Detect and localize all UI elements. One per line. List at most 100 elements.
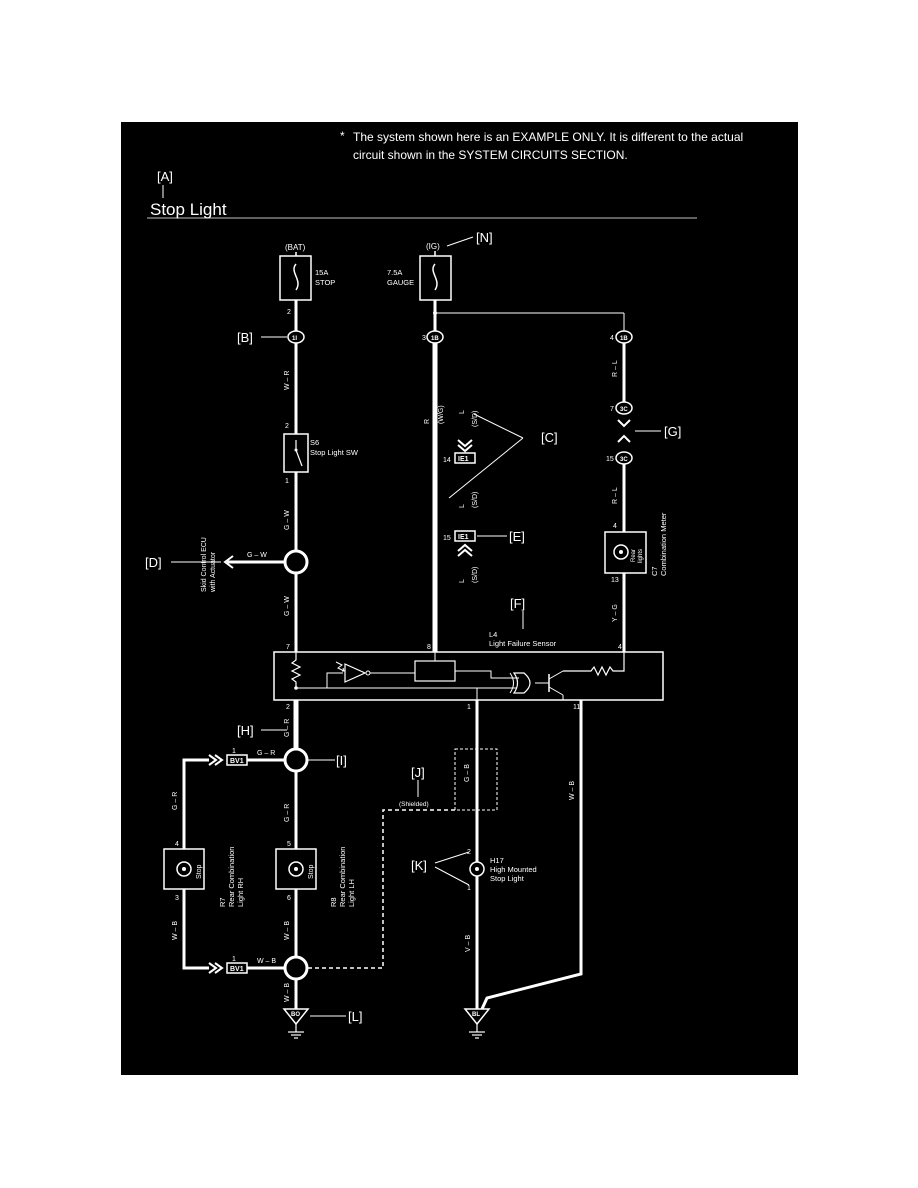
gauge-fuse-rating: 7.5A [387,268,402,277]
g-w-label-1: G – W [284,510,291,530]
rh-pin-top: 4 [175,841,179,848]
callout-i: [I] [336,753,347,768]
callout-n: [N] [476,230,493,245]
sensor-transistor-collector [548,670,564,680]
callout-f: [F] [510,596,525,611]
r-l-label-1: R – L [612,360,619,377]
sensor-resistor-right [563,652,625,677]
rear-rh-label: Stop [196,864,203,879]
callout-k: [K] [411,858,427,873]
sensor-pin-right-bot: 11 [573,704,580,711]
l-label-1: L [459,410,466,414]
meter-code: C7 [650,566,659,576]
bv1-top-chevron-icon [208,754,224,766]
shield-drain-wire [307,809,455,969]
g-r-label-2: G – R [257,750,275,757]
gauge-fuse-icon [432,263,438,291]
ie1-upper-code: IE1 [458,456,469,463]
splice-d [283,549,309,575]
callout-l: [L] [348,1009,362,1024]
rear-rh-lamp-icon [176,861,192,877]
w-b-wire-sensor [480,700,583,1010]
rear-rh-lamp-dot [182,867,186,871]
switch-blade [295,449,303,467]
connector-b-code: 1I [292,336,297,342]
r-wire-sub: (W/G) [438,405,445,424]
ie1-lower-pin: 15 [443,535,451,542]
note-line-1: The system shown here is an EXAMPLE ONLY… [353,130,743,144]
rear-lh-line1: Rear Combination [338,847,347,907]
ie1-upper-pin: 14 [443,457,451,464]
rear-lh-lamp-icon [288,861,304,877]
sensor-or-gate-back [509,672,514,694]
w-b-label-2: W – B [257,958,276,965]
sensor-comparator-icon [344,663,367,683]
callout-b: [B] [237,330,253,345]
shielded-label: (Shielded) [399,801,429,808]
rear-lh-lamp-dot [294,867,298,871]
sensor-pin-mid-top: 8 [427,644,431,651]
ground-left-code: BO [291,1012,300,1018]
l-label-2: L [459,504,466,508]
rear-lh-label: Stop [308,864,315,879]
sensor-inverter-dot [365,670,371,676]
stop-fuse-box [279,255,312,301]
lh-pin-bot: 6 [287,895,291,902]
g-r-label-4: G – R [284,804,291,822]
bv1-bot-chevron-icon [208,962,224,974]
meter-inner-1: Rear [631,549,637,562]
y-g-label: Y – G [612,604,619,622]
sensor-transistor-emitter [548,686,564,696]
right-mid-pin: 7 [610,406,614,413]
callout-k-leader-1 [434,851,470,864]
sensor-relay-box [414,660,456,682]
sensor-pin-right-top: 4 [618,644,622,651]
callout-c: [C] [541,430,558,445]
connector-gauge-code: 1B [431,336,439,342]
bv1-bot-pin: 1 [232,956,236,963]
ecu-arrow-icon [223,555,234,569]
connector-right-top-code: 1B [620,336,628,342]
meter-name: Combination Meter [659,512,668,576]
meter-pin-bot: 13 [611,577,619,584]
l-label-3: L [459,579,466,583]
callout-a: [A] [157,169,173,184]
ground-right-triangle [463,1008,491,1026]
hm-pin-bot: 1 [467,885,471,892]
r-wire-label: R [424,419,431,424]
lh-pin-top: 5 [287,841,291,848]
high-mounted-lamp-dot [475,867,479,871]
v-b-label: V – B [465,935,472,952]
w-b-label-4: W – B [284,983,291,1002]
w-b-wire-rh [182,889,209,970]
meter-inner-2: lights [638,549,644,563]
rh-pin-bot: 3 [175,895,179,902]
rear-lh-line2: Light LH [347,879,356,907]
sd-label-2: (S/D) [472,492,479,508]
sensor-pin-left-top: 7 [286,644,290,651]
rear-rh-code: R7 [218,897,227,907]
stop-fuse-icon [293,263,299,291]
ie1-lower-code: IE1 [458,534,469,541]
sd-label-3: (S/D) [472,567,479,583]
right-low-pin: 15 [606,456,614,463]
w-r-label: W – R [284,371,291,390]
sd-label-1: (S/D) [472,411,479,427]
sensor-relay-out [455,670,519,679]
callout-c-leader-1 [473,413,524,439]
stop-fuse-rating: 15A [315,268,328,277]
connector-right-low-code: 3C [620,457,628,463]
splice-ground-left [283,955,309,981]
note-asterisk: * [340,129,345,143]
connector-right-mid-code: 3C [620,407,628,413]
ig-label: (IG) [426,242,440,251]
stop-switch-name: Stop Light SW [310,448,359,457]
light-failure-sensor-box [273,651,664,701]
stop-fuse-pin: 2 [287,309,291,316]
sensor-pin-mid-bot: 1 [467,704,471,711]
ground-left-triangle [282,1008,310,1026]
r-l-label-2: R – L [612,487,619,504]
callout-k-leader-2 [434,866,470,886]
right-chevron-icon [617,419,631,443]
sensor-lightning-icon [335,661,345,672]
